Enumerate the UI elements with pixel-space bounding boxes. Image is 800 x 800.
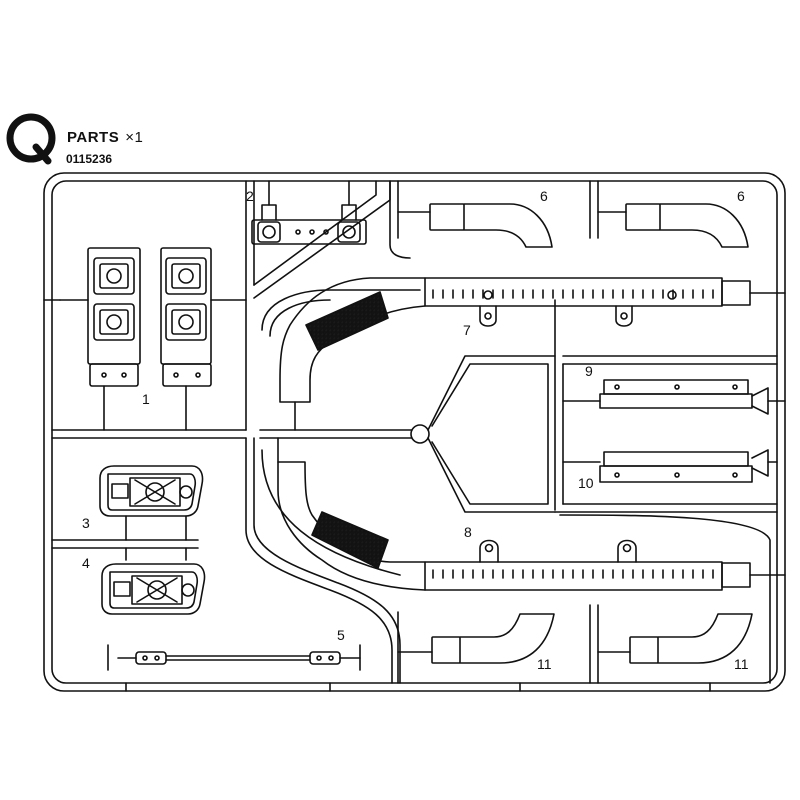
part-number-6b: 6 — [737, 188, 745, 204]
part-number-3: 3 — [82, 515, 90, 531]
sprue-letter-badge — [6, 113, 56, 165]
part-1 — [59, 247, 247, 431]
part-8 — [277, 437, 778, 591]
part-number-11b: 11 — [734, 656, 749, 672]
part-4 — [101, 563, 206, 615]
part-9 — [562, 379, 778, 415]
part-number-10: 10 — [578, 475, 594, 491]
part-5 — [107, 644, 361, 671]
part-6-right — [597, 203, 749, 248]
part-number-11a: 11 — [537, 656, 552, 672]
parts-label: PARTS — [67, 129, 120, 146]
part-code: 0115236 — [66, 152, 113, 166]
part-number-6a: 6 — [540, 188, 548, 204]
part-number-2: 2 — [246, 188, 254, 204]
part-10 — [562, 449, 778, 483]
sprue-runners — [51, 180, 778, 684]
part-11-left — [397, 613, 555, 664]
sprue-gates — [43, 292, 786, 692]
part-number-9: 9 — [585, 363, 593, 379]
part-number-1: 1 — [142, 391, 150, 407]
sprue-frame — [43, 172, 786, 692]
part-number-4: 4 — [82, 555, 90, 571]
part-7 — [279, 277, 778, 431]
part-number-8: 8 — [464, 524, 472, 540]
part-6-left — [397, 203, 553, 248]
part-3 — [99, 465, 204, 561]
part-2 — [251, 180, 367, 245]
part-number-5: 5 — [337, 627, 345, 643]
part-number-7: 7 — [463, 322, 471, 338]
parts-title: PARTS ×1 — [67, 129, 143, 146]
part-11-right — [597, 613, 753, 664]
parts-quantity: ×1 — [125, 129, 144, 146]
